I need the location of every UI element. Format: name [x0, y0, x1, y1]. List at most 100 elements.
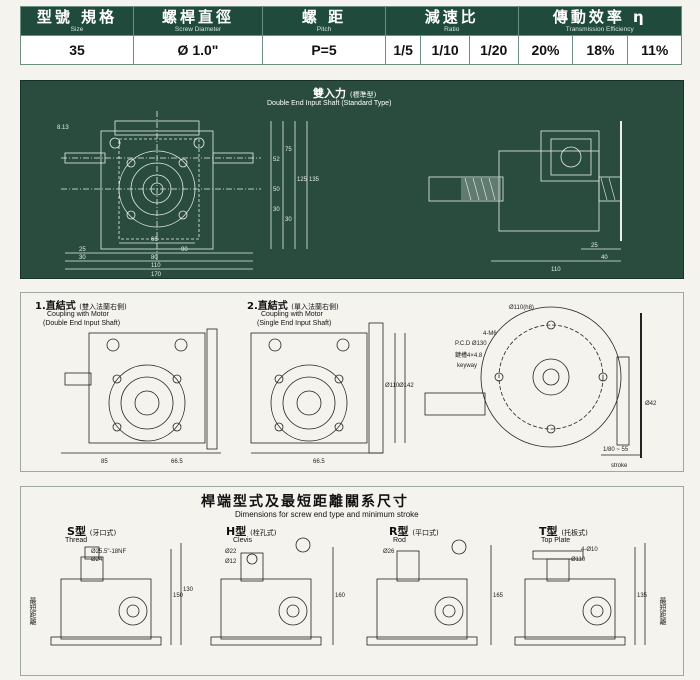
type-h-dim-12: Ø12: [225, 559, 237, 565]
dim-front-90: 90: [181, 247, 188, 253]
double-input-title-zh: 雙入力: [313, 87, 346, 100]
dim-side-110: 110: [551, 267, 561, 273]
type-s-dim-150: 150: [173, 593, 184, 599]
value-eff-1: 20%: [517, 35, 574, 65]
flange-label-stroke-range: 1/80 ~ 55: [603, 447, 629, 453]
type-s-side-label: 最短距離: [29, 597, 37, 626]
value-pitch: P=5: [262, 35, 386, 65]
flange-outer-circle: [480, 306, 622, 448]
value-eff-2: 18%: [572, 35, 629, 65]
type-t-body: [524, 578, 616, 640]
type-s-body: [60, 578, 152, 640]
dim-front-110: 110: [151, 263, 161, 269]
coupling2-title-zh: 直結式: [257, 301, 288, 312]
dim-right-30b: 30: [285, 217, 292, 223]
dim-side-40: 40: [601, 255, 608, 261]
type-h-letter: H: [226, 525, 236, 538]
screw-end-panel: 桿端型式及最短距離關系尺寸 Dimensions for screw end t…: [20, 486, 684, 676]
flange-label-4m6: 4-M6: [483, 331, 497, 337]
spec-value-row: 35 Ø 1.0" P=5 1/5 1/10 1/20 20% 18% 11%: [20, 35, 682, 65]
flange-label-keyway: keyway: [457, 363, 477, 369]
type-s-en: Thread: [65, 537, 88, 544]
flange-label-42: Ø42: [645, 401, 657, 407]
coupling1-title-zh: 直結式: [45, 301, 76, 312]
value-ratio-1: 1/5: [384, 35, 422, 65]
flange-label-pcd: P.C.D Ø130: [455, 341, 487, 347]
type-r-letter: R: [389, 525, 398, 538]
type-h-dim-160: 160: [335, 593, 346, 599]
coupling2-title-en2: (Single End Input Shaft): [257, 320, 332, 327]
value-eff-3: 11%: [627, 35, 682, 65]
type-t-side-label: 最短距離: [659, 597, 667, 626]
dim-right-30a: 30: [273, 207, 280, 213]
dim-front-25: 25: [79, 247, 86, 253]
coupling1-dim-85: 85: [101, 459, 108, 465]
type-h-body: [220, 578, 312, 640]
type-s-dim-24: Ø24: [91, 557, 103, 563]
dim-front-30: 30: [79, 255, 86, 261]
coupling2-housing: [250, 332, 368, 444]
coupling2-dim-142: Ø142: [399, 383, 414, 389]
type-t-dim-4x10: 4-Ø10: [581, 547, 598, 553]
dim-right-135: 135: [309, 177, 320, 183]
coupling1-title-sub: (雙入法蘭右側): [79, 303, 127, 311]
flange-label-stroke: stroke: [611, 463, 628, 469]
type-t-dim-110: Ø110: [571, 557, 586, 563]
dim-front-66: 66: [151, 237, 158, 243]
double-input-title-en: Double End Input Shaft (Standard Type): [267, 100, 392, 107]
side-housing-outline: [498, 150, 600, 232]
double-input-drawing: 8.13 25 30 80 110 170 66 90 52 75 125 13…: [57, 111, 622, 278]
coupling-panel: 1.直結式 (雙入法蘭右側) Coupling with Motor (Doub…: [20, 292, 684, 472]
dim-right-125: 125: [297, 177, 308, 183]
coupling2-title-en1: Coupling with Motor: [261, 311, 323, 318]
flange-label-keyslot: 鍵槽4×4.8: [455, 351, 483, 359]
value-ratio-2: 1/10: [420, 35, 470, 65]
type-s-dim-thread: Ø25.5"-18NF: [91, 549, 126, 555]
dim-ext-label: 8.13: [57, 125, 69, 131]
dim-right-75: 75: [285, 147, 292, 153]
screw-end-drawing: Ø25.5"-18NF Ø24 150 130 Ø22 Ø12 160 Ø26 …: [29, 537, 667, 646]
type-h-en: Clevis: [233, 537, 253, 544]
dim-front-170: 170: [151, 272, 162, 278]
type-r-body: [376, 578, 468, 640]
coupling2-num: 2.: [247, 301, 258, 312]
type-t-dim-135: 135: [637, 593, 648, 599]
coupling1-dim-665: 66.5: [171, 459, 183, 465]
coupling1-num: 1.: [35, 301, 46, 312]
type-r-en: Rod: [393, 537, 406, 544]
coupling1-housing: [88, 332, 206, 444]
double-input-panel: 雙入力 (標準型) Double End Input Shaft (Standa…: [20, 80, 684, 279]
dim-right-50: 50: [273, 187, 280, 193]
type-r-dim-165: 165: [493, 593, 504, 599]
double-input-title-sub: (標準型): [349, 91, 377, 99]
value-ratio-3: 1/20: [468, 35, 519, 65]
value-screw-diameter: Ø 1.0": [133, 35, 263, 65]
screw-end-title-zh: 桿端型式及最短距離關系尺寸: [201, 494, 409, 510]
side-screw-outline: [428, 176, 504, 202]
coupling-drawing: 85 66.5 66.5 Ø110 Ø142 Ø110(h8) 4-M6 P.C…: [61, 305, 657, 469]
flange-screw: [424, 392, 486, 416]
flange-label-110: Ø110(h8): [509, 305, 534, 311]
coupling2-dim-665: 66.5: [313, 459, 325, 465]
screw-end-title-en: Dimensions for screw end type and minimu…: [235, 510, 419, 519]
type-s-letter: S: [67, 525, 75, 538]
dim-side-25: 25: [591, 243, 598, 249]
coupling2-title-sub: (單入法蘭右側): [291, 303, 339, 311]
type-h-dim-22: Ø22: [225, 549, 237, 555]
dim-right-52: 52: [273, 157, 280, 163]
type-s-dim-130: 130: [183, 587, 194, 593]
coupling2-dim-110: Ø110: [385, 383, 400, 389]
value-size: 35: [20, 35, 134, 65]
type-t-letter: T: [539, 525, 547, 538]
type-r-dim-26: Ø26: [383, 549, 395, 555]
type-t-en: Top Plate: [541, 537, 571, 544]
coupling1-title-en1: Coupling with Motor: [47, 311, 109, 318]
coupling1-title-en2: (Double End Input Shaft): [43, 320, 121, 327]
dim-front-80: 80: [151, 255, 158, 261]
